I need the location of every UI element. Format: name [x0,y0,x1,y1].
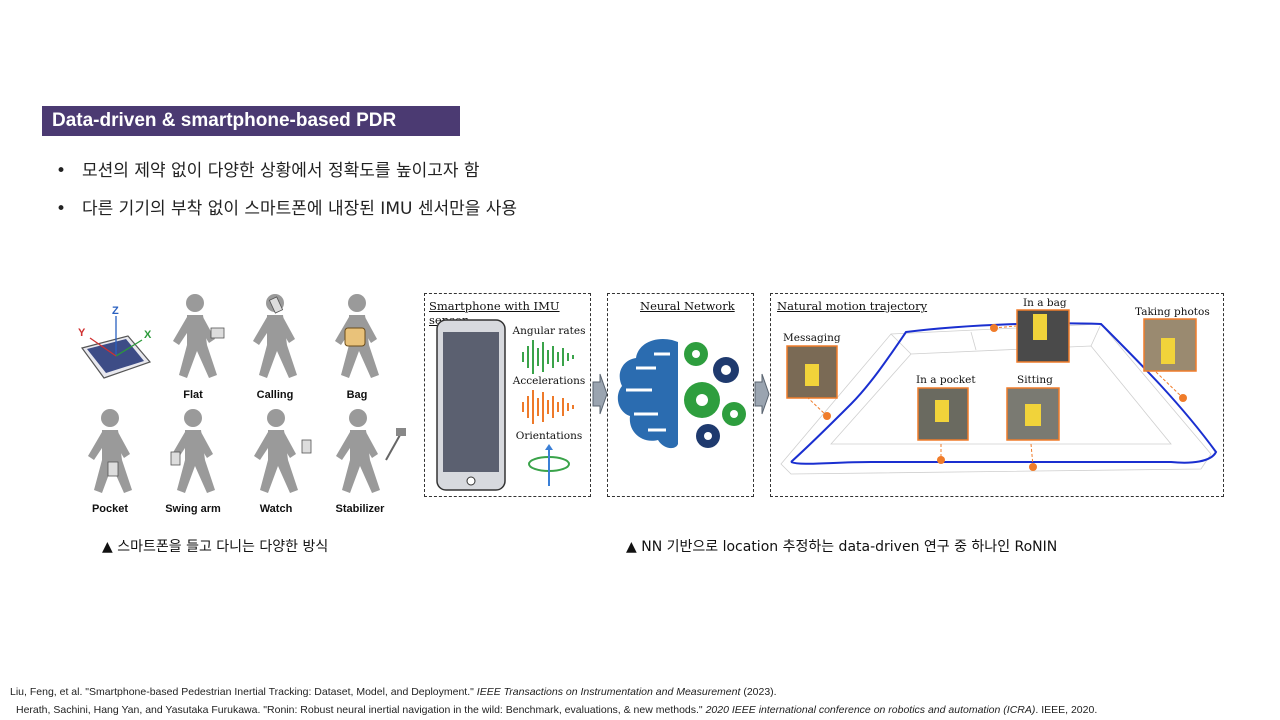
bullet-list: • 모션의 제약 없이 다양한 상황에서 정확도를 높이고자 함 • 다른 기기의 … [56,158,517,234]
bullet-dot: • [56,161,67,181]
signal-label-angular: Angular rates [512,325,586,337]
smartphone-illustration: Angular rates Accelerations Orientations [436,319,586,491]
axis-z-label: Z [112,305,119,317]
svg-text:Flat: Flat [183,389,203,401]
trajectory-map: Messaging In a bag Taking photos In a po… [780,297,1218,475]
axis-y-label: Y [78,327,86,339]
acceleration-waveform [522,390,574,424]
trajectory-path [790,322,1218,465]
bullet-item: • 다른 기기의 부착 없이 스마트폰에 내장된 IMU 센서만을 사용 [56,196,517,234]
mode-stabilizer: Stabilizer [336,409,406,515]
right-figure-caption: ▲ NN 기반으로 location 추정하는 data-driven 연구 중… [626,539,1058,555]
mode-calling: Calling [253,294,297,401]
activity-photo-sitting: Sitting [1006,374,1060,441]
activity-label-sitting: Sitting [1017,374,1053,386]
carrying-modes-figure: Z Y X Flat Calling Bag [78,294,406,515]
axis-x-label: X [144,329,152,341]
mode-watch: Watch [254,409,312,515]
svg-text:Swing arm: Swing arm [165,503,221,515]
arrow-2 [754,373,770,415]
section-title: Data-driven & smartphone-based PDR [42,106,460,136]
panel-neural-network: Neural Network [607,293,754,497]
bullet-item: • 모션의 제약 없이 다양한 상황에서 정확도를 높이고자 함 [56,158,517,196]
svg-text:Calling: Calling [257,389,294,401]
activity-photo-photos: Taking photos [1135,306,1210,372]
svg-text:Pocket: Pocket [92,503,128,515]
activity-photo-bag: In a bag [1016,297,1070,363]
panel-nn-title: Neural Network [640,299,735,313]
panel-trajectory-title: Natural motion trajectory [777,299,928,313]
svg-text:Stabilizer: Stabilizer [336,503,386,515]
orientation-icon [528,444,570,486]
mode-bag: Bag [335,294,379,401]
reference-item: Liu, Feng, et al. "Smartphone-based Pede… [10,686,777,698]
signal-label-orient: Orientations [516,430,583,442]
panel-trajectory: Natural motion trajectory Messag [770,293,1224,497]
activity-label-photos: Taking photos [1135,306,1210,318]
activity-label-messaging: Messaging [783,332,841,344]
activity-photo-messaging: Messaging [783,332,841,399]
svg-text:Bag: Bag [347,389,368,401]
bullet-text: 다른 기기의 부착 없이 스마트폰에 내장된 IMU 센서만을 사용 [82,199,518,219]
activity-label-pocket: In a pocket [916,374,976,386]
activity-label-bag: In a bag [1023,297,1067,309]
reference-item: Herath, Sachini, Hang Yan, and Yasutaka … [16,704,1098,716]
gear-icon [684,342,746,448]
mode-swing-arm: Swing arm [165,409,221,515]
mode-flat: Flat [173,294,225,401]
bullet-dot: • [56,199,67,219]
svg-text:Watch: Watch [260,503,293,515]
signal-label-accel: Accelerations [512,375,585,387]
references: Liu, Feng, et al. "Smartphone-based Pede… [10,683,1097,719]
arrow-1 [592,373,608,415]
neural-network-brain-icon [617,338,746,449]
activity-photo-pocket: In a pocket [916,374,976,441]
panel-smartphone-imu: Smartphone with IMU sensor Angular rates… [424,293,591,497]
left-figure-caption: ▲ 스마트폰을 들고 다니는 다양한 방식 [102,539,329,555]
mode-pocket: Pocket [88,409,132,515]
phone-axes-illustration: Z Y X [78,305,152,379]
angular-rate-waveform [522,340,574,374]
bullet-text: 모션의 제약 없이 다양한 상황에서 정확도를 높이고자 함 [82,161,480,181]
